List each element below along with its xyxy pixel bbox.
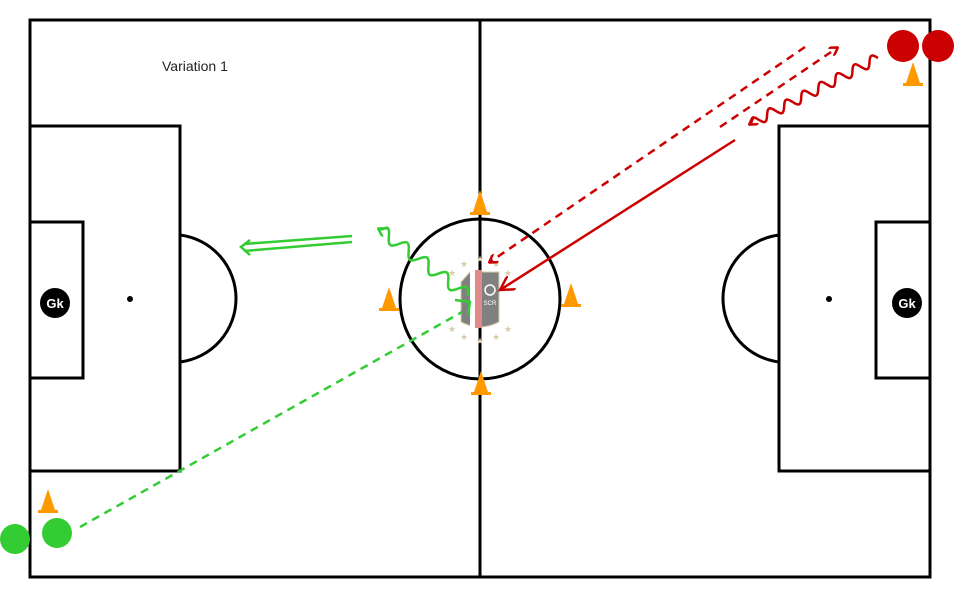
cone-icon [38,489,58,513]
svg-text:★: ★ [448,268,456,278]
red-player-icon[interactable] [922,30,954,62]
goalkeeper-left[interactable]: Gk [40,288,70,318]
svg-text:★: ★ [492,332,500,342]
svg-text:★: ★ [476,336,484,346]
svg-text:★: ★ [460,259,468,269]
green-dashed-run [79,310,463,529]
goalkeeper-icon [892,288,922,318]
red-player-icon[interactable] [887,30,919,62]
cone-icon [470,190,490,215]
left-penalty-spot [127,296,133,302]
green-dribble-wavy [379,226,470,297]
svg-text:★: ★ [476,254,484,264]
goalkeeper-icon [40,288,70,318]
right-penalty-spot [826,296,832,302]
green-shot-line-2 [243,240,353,253]
green-shot-arrowhead [239,239,251,256]
green-player-icon[interactable] [0,524,30,554]
goalkeeper-right[interactable]: Gk [892,288,922,318]
right-goal-box [874,220,932,380]
svg-text:★: ★ [492,259,500,269]
svg-text:★: ★ [504,324,512,334]
right-penalty-arc [721,233,780,364]
svg-text:SCR: SCR [484,301,497,307]
green-player-icon[interactable] [42,518,72,548]
svg-text:★: ★ [460,332,468,342]
svg-text:★: ★ [448,324,456,334]
left-goal-box [28,220,85,380]
variation-title: Variation 1 [162,58,228,74]
red-dashed-run-back [719,48,837,129]
green-team-drill [79,226,472,529]
green-shot-line-1 [243,234,353,246]
left-penalty-arc [179,233,238,364]
red-dribble-wavy [750,54,879,125]
green-run-end-marker [454,298,472,316]
club-crest-icon: ★ ★ ★ ★ ★ ★ ★ ★ ★ ★ SCR [448,254,512,346]
svg-text:★: ★ [504,268,512,278]
goalkeeper-label: Gk [46,296,64,311]
cone-icon [379,287,399,311]
pitch-lines [28,18,932,579]
cone-icon [561,283,581,307]
red-dashed-run-to-center [490,45,806,262]
players [0,30,954,554]
cone-icon [471,371,491,395]
cones [38,62,923,513]
cone-icon [903,62,923,86]
red-pass-arrow [500,138,736,290]
goalkeeper-label: Gk [898,296,916,311]
red-team-drill [490,45,879,290]
